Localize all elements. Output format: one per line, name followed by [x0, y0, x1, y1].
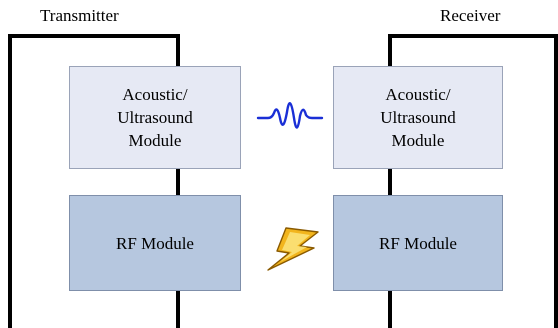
transmitter-frame — [8, 34, 180, 328]
receiver-label: Receiver — [440, 6, 501, 25]
transmitter-label: Transmitter — [40, 6, 119, 25]
transmitter-rf-module: RF Module — [69, 195, 241, 291]
receiver-acoustic-module: Acoustic/ Ultrasound Module — [333, 66, 503, 169]
transmitter-acoustic-module: Acoustic/ Ultrasound Module — [69, 66, 241, 169]
lightning-bolt-icon — [267, 227, 319, 271]
transmitter-rf-module-label: RF Module — [116, 233, 194, 253]
receiver-rf-module: RF Module — [333, 195, 503, 291]
sound-wave-icon — [256, 102, 324, 129]
receiver-rf-module-label: RF Module — [379, 233, 457, 253]
transmitter-acoustic-module-label: Acoustic/ Ultrasound Module — [117, 85, 193, 150]
receiver-frame — [388, 34, 558, 328]
receiver-acoustic-module-label: Acoustic/ Ultrasound Module — [380, 85, 456, 150]
